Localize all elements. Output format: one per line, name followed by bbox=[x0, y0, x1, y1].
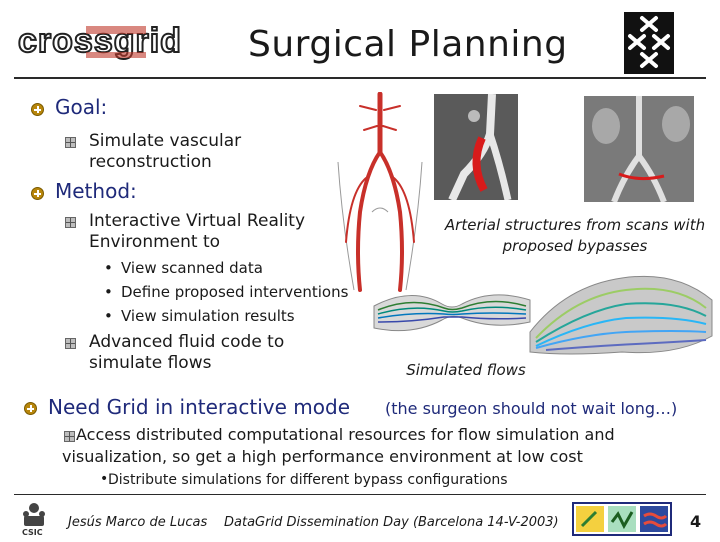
footer-event: DataGrid Dissemination Day (Barcelona 14… bbox=[224, 515, 559, 530]
goal-heading: Goal: bbox=[55, 95, 108, 119]
sub-bullet-icon bbox=[64, 431, 75, 442]
csic-label: CSIC bbox=[22, 528, 43, 537]
method-subitem: Define proposed interventions bbox=[121, 283, 349, 301]
method-item-vr: Interactive Virtual Reality Environment … bbox=[89, 211, 306, 252]
grid-item: Access distributed computational resourc… bbox=[62, 425, 615, 466]
crossgrid-logo: crossgrid bbox=[14, 21, 219, 64]
grid-heading: Need Grid in interactive mode bbox=[48, 395, 351, 419]
bullet-icon bbox=[24, 402, 37, 415]
university-logo bbox=[624, 12, 674, 74]
flow-simulation-image bbox=[526, 256, 716, 368]
flow-simulation-image bbox=[372, 266, 532, 346]
flows-caption: Simulated flows bbox=[406, 361, 526, 379]
method-subitem: View simulation results bbox=[121, 307, 295, 325]
bullet-icon bbox=[31, 187, 44, 200]
method-heading: Method: bbox=[55, 179, 137, 203]
bullet-icon bbox=[31, 103, 44, 116]
footer-divider bbox=[14, 494, 706, 495]
method-item-fluid: Advanced fluid code to simulate flows bbox=[89, 332, 285, 373]
angiogram-image bbox=[584, 96, 694, 204]
datagrid-logo bbox=[572, 502, 672, 536]
csic-logo bbox=[18, 498, 50, 538]
sub-bullet-icon bbox=[65, 338, 76, 349]
arterial-caption: Arterial structures from scans with prop… bbox=[444, 216, 706, 255]
header-divider bbox=[14, 77, 706, 79]
angiogram-image bbox=[434, 93, 518, 202]
page-title: Surgical Planning bbox=[248, 24, 568, 65]
grid-heading-note: (the surgeon should not wait long…) bbox=[385, 399, 678, 418]
page-number: 4 bbox=[690, 512, 702, 531]
grid-subitem: Distribute simulations for different byp… bbox=[108, 472, 508, 488]
dot-icon: • bbox=[100, 471, 109, 487]
dot-icon: • bbox=[104, 259, 113, 277]
method-subitem: View scanned data bbox=[121, 259, 263, 277]
goal-item: Simulate vascular reconstruction bbox=[89, 131, 242, 172]
sub-bullet-icon bbox=[65, 217, 76, 228]
dot-icon: • bbox=[104, 283, 113, 301]
footer-author: Jesús Marco de Lucas bbox=[68, 515, 208, 530]
dot-icon: • bbox=[104, 307, 113, 325]
sub-bullet-icon bbox=[65, 137, 76, 148]
artery-illustration bbox=[330, 91, 430, 292]
